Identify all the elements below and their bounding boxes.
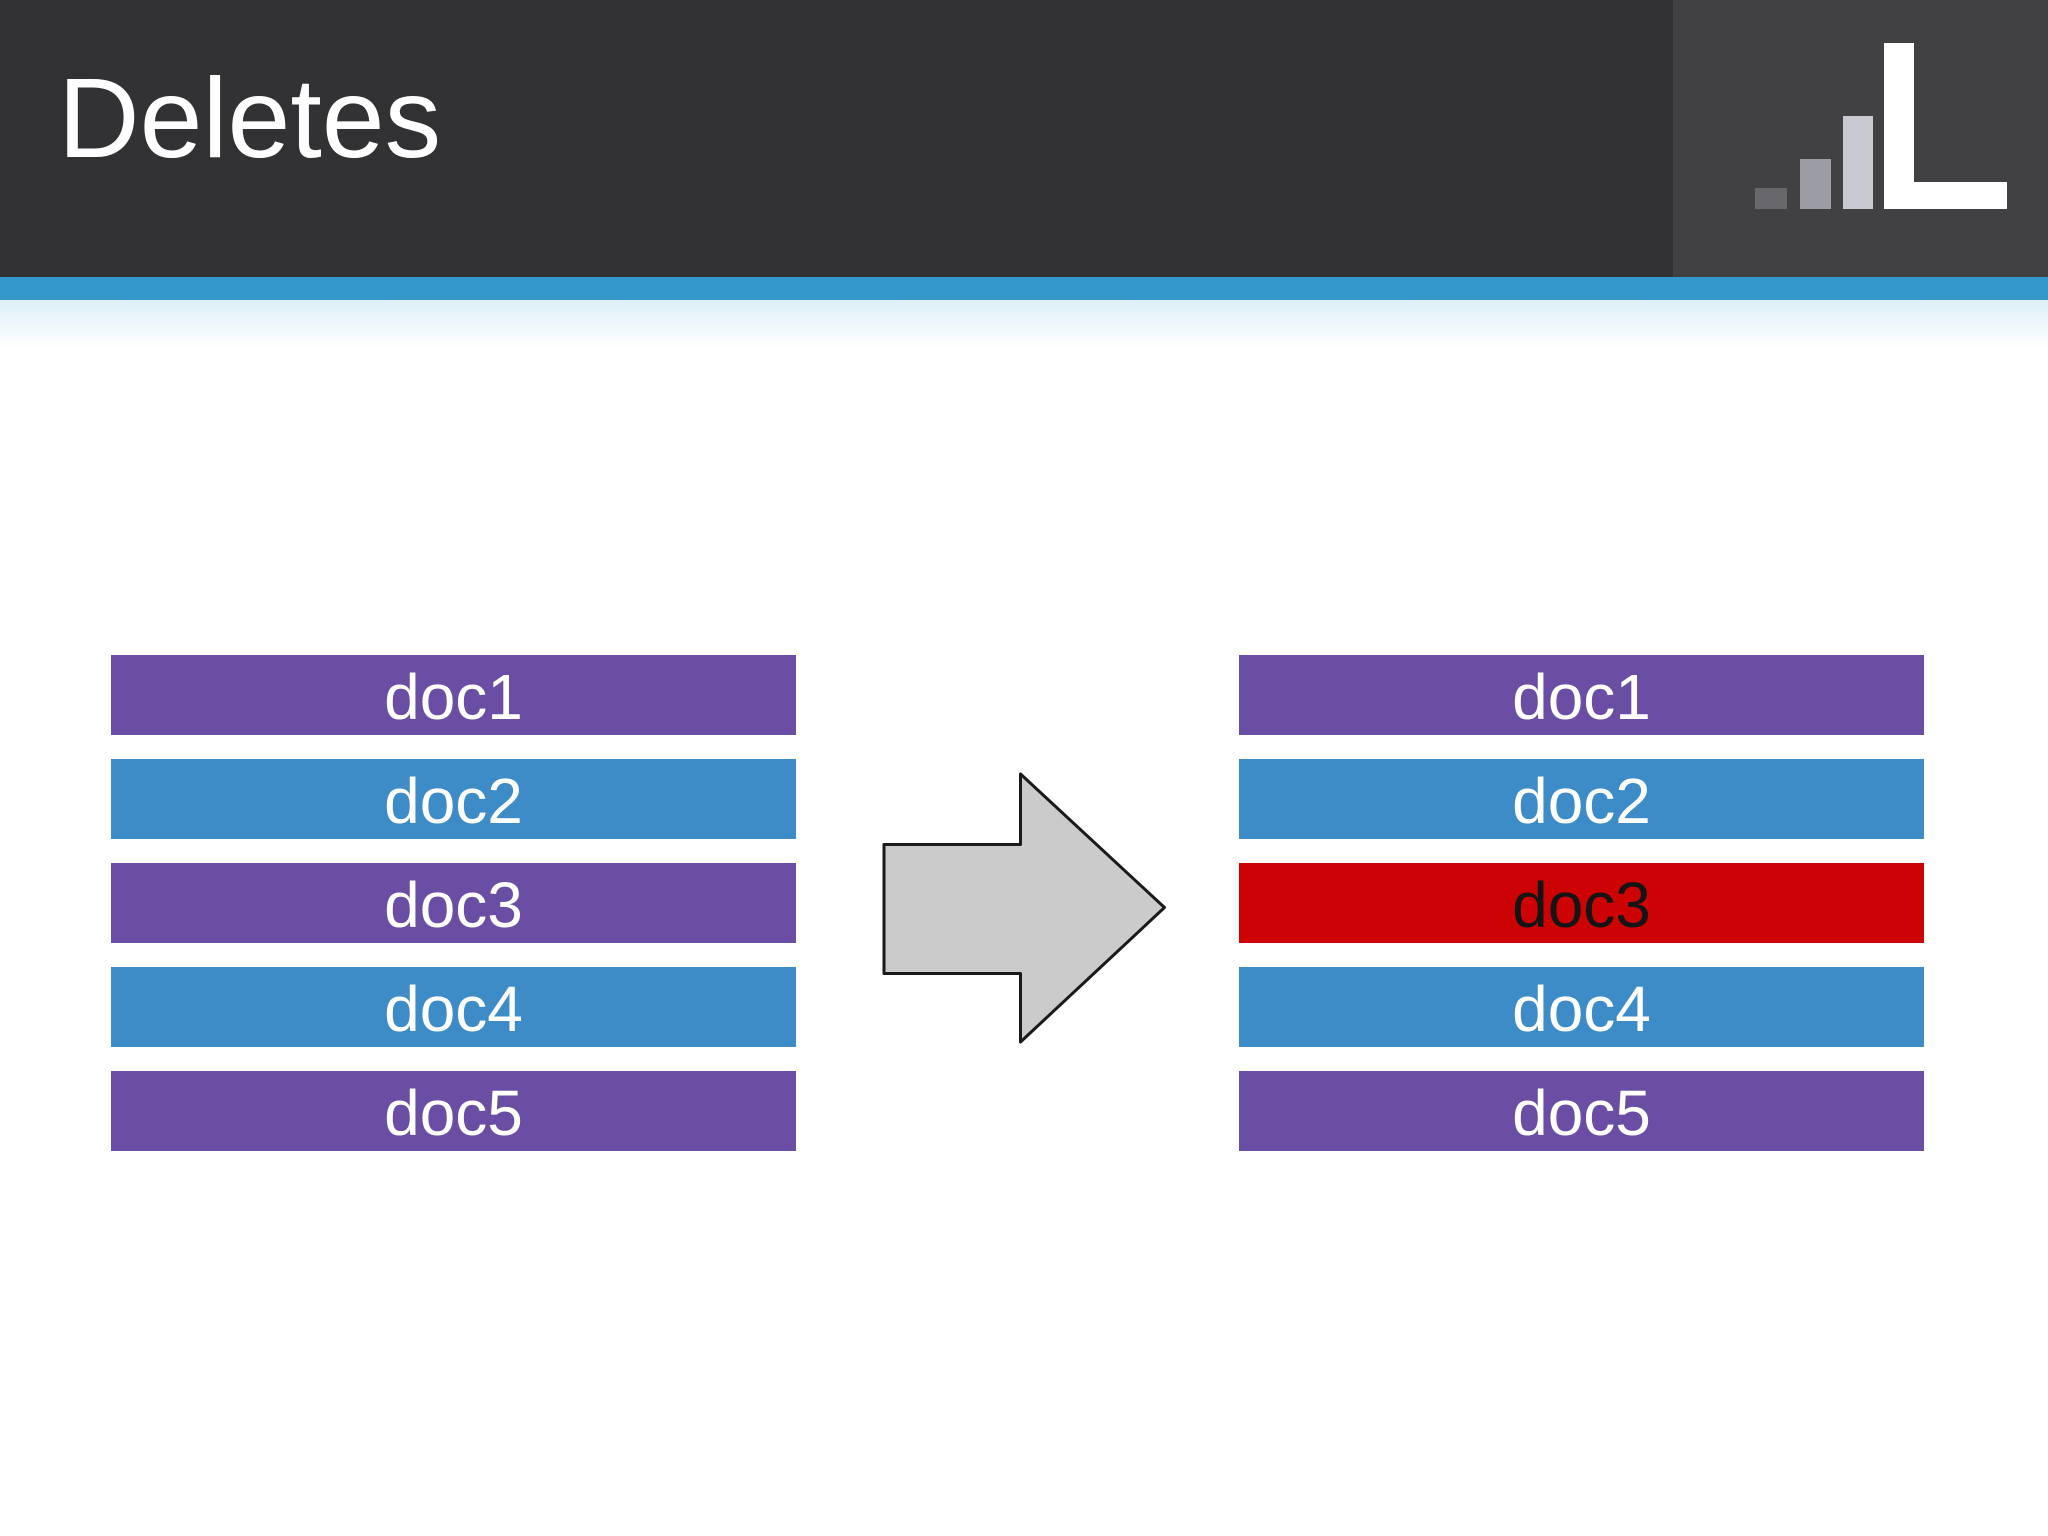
doc-bar: doc4 [111, 967, 796, 1047]
doc-bar: doc5 [111, 1071, 796, 1151]
doc-bar: doc1 [1239, 655, 1924, 735]
doc-bar-label: doc5 [384, 1077, 523, 1149]
doc-bar-label: doc1 [384, 661, 523, 733]
logo-bar-medium [1800, 159, 1831, 209]
accent-glow [0, 300, 2048, 348]
doc-bar-label: doc3 [1512, 869, 1651, 941]
logo-bar-small [1755, 188, 1787, 209]
doc-bar: doc3 [111, 863, 796, 943]
logo-letter-L [1884, 43, 2007, 209]
doc-bar-label: doc1 [1512, 661, 1651, 733]
doc-bar-deleted: doc3 [1239, 863, 1924, 943]
doc-bar: doc5 [1239, 1071, 1924, 1151]
doc-bar-label: doc3 [384, 869, 523, 941]
doc-bar: doc1 [111, 655, 796, 735]
doc-bar-label: doc2 [1512, 765, 1651, 837]
right-arrow-shape [882, 772, 1166, 1044]
accent-bar [0, 277, 2048, 300]
logo-panel [1673, 0, 2048, 277]
page-title: Deletes [58, 55, 442, 181]
doc-bar-label: doc4 [384, 973, 523, 1045]
before-column: doc1 doc2 doc3 doc4 doc5 [111, 655, 796, 1175]
right-arrow-icon [882, 772, 1166, 1044]
doc-bar: doc2 [111, 759, 796, 839]
doc-bar: doc2 [1239, 759, 1924, 839]
logo-bar-large [1843, 116, 1873, 209]
doc-bar-label: doc2 [384, 765, 523, 837]
doc-bar-label: doc4 [1512, 973, 1651, 1045]
doc-bar-label: doc5 [1512, 1077, 1651, 1149]
after-column: doc1 doc2 doc3 doc4 doc5 [1239, 655, 1924, 1175]
doc-bar: doc4 [1239, 967, 1924, 1047]
slide-header: Deletes [0, 0, 2048, 277]
bar-chart-L-logo-icon [1755, 43, 2007, 209]
